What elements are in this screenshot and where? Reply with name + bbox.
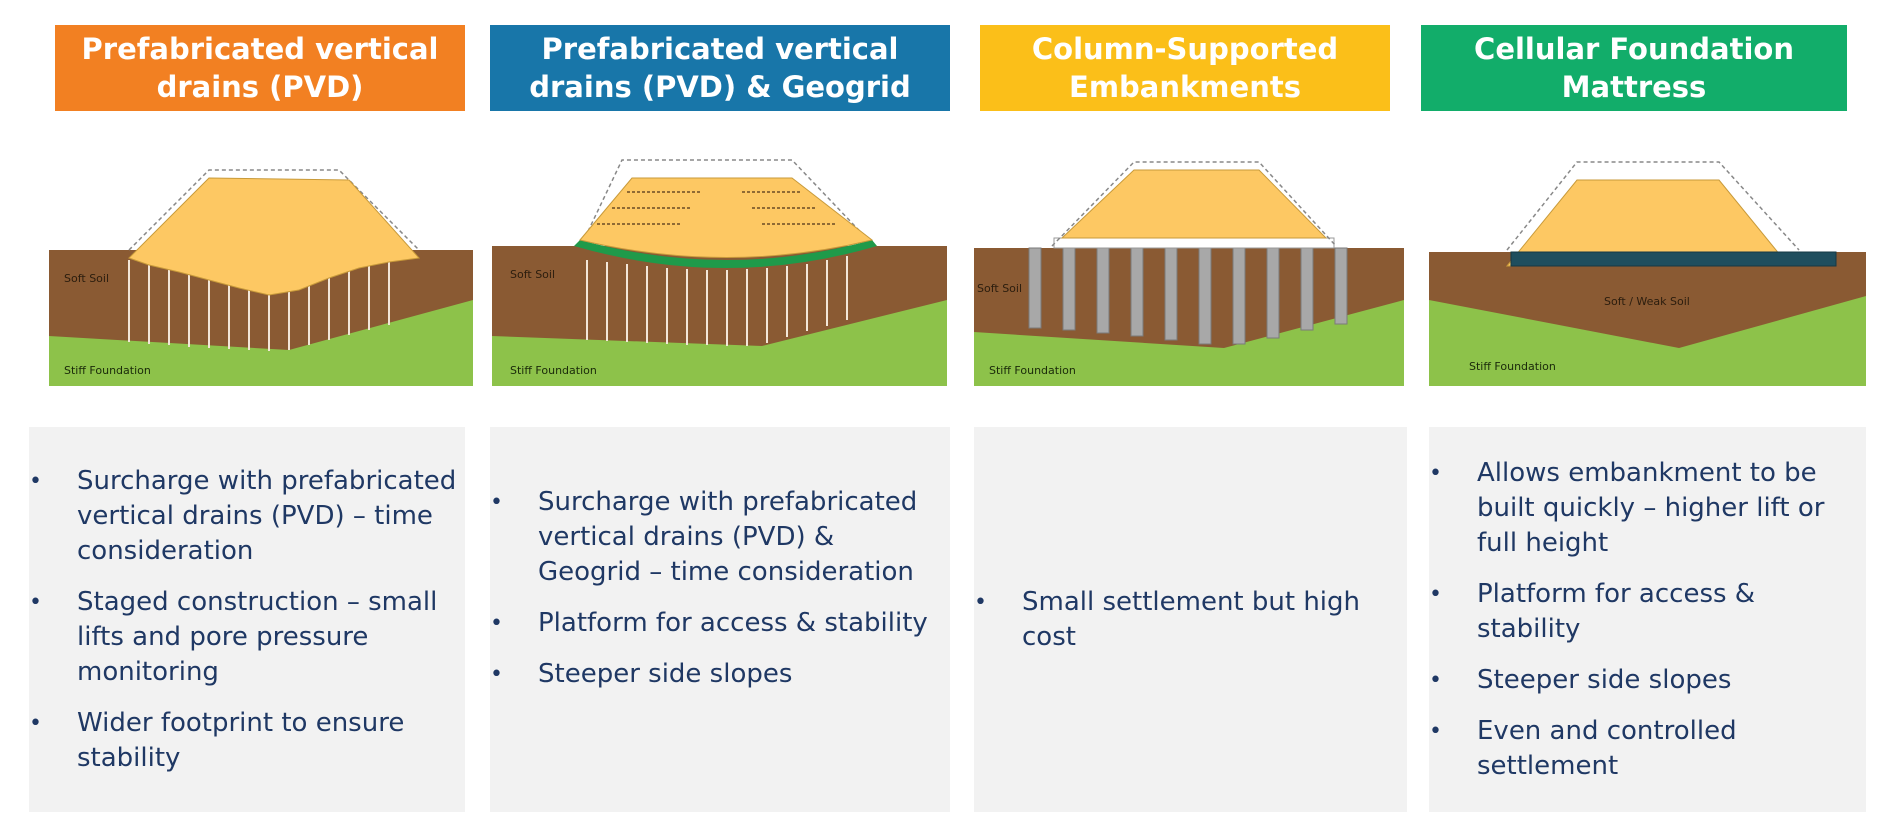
stiff-foundation-layer [49, 300, 473, 386]
geogrid-layer [574, 240, 877, 268]
soil-label: Soft Soil [64, 272, 109, 285]
bullet-panel-column-supported: Small settlement but high cost [974, 427, 1407, 812]
foundation-label: Stiff Foundation [1469, 360, 1556, 373]
bullet-item: Platform for access & stability [1429, 577, 1866, 647]
bullet-item: Small settlement but high cost [974, 585, 1407, 655]
soil-label: Soft / Weak Soil [1604, 295, 1690, 308]
bullet-list: Surcharge with prefabricated vertical dr… [490, 427, 950, 812]
soil-label: Soft Soil [977, 282, 1022, 295]
original-profile [1506, 161, 1800, 251]
header-title-line1: Prefabricated vertical [81, 32, 439, 66]
stiff-foundation-layer [492, 300, 947, 386]
diagram-cellular-mattress: Soft / Weak Soil Stiff Foundation [1429, 150, 1866, 386]
header-pvd-geogrid: Prefabricated vertical drains (PVD) & Geo… [490, 25, 950, 111]
bullet-item: Allows embankment to be built quickly – … [1429, 456, 1866, 561]
header-title-line1: Column-Supported [1031, 32, 1339, 66]
column-pvd-geogrid: Prefabricated vertical drains (PVD) & Geo… [490, 0, 950, 836]
header-title-line1: Cellular Foundation [1474, 32, 1794, 66]
vertical-drains [586, 256, 848, 346]
cellular-mattress [1510, 251, 1837, 267]
soil-label: Soft Soil [510, 268, 555, 281]
diagram-pvd: Soft Soil Stiff Foundation [49, 150, 473, 386]
bullet-list: Surcharge with prefabricated vertical dr… [29, 427, 465, 812]
diagram-pvd-geogrid: Soft Soil Stiff Foundation [492, 150, 947, 386]
header-title-line2: drains (PVD) [156, 70, 364, 104]
bullet-item: Steeper side slopes [490, 657, 950, 692]
embankment-fill [579, 177, 874, 258]
support-columns [1028, 247, 1348, 345]
bullet-panel-pvd: Surcharge with prefabricated vertical dr… [29, 427, 465, 812]
header-title-line1: Prefabricated vertical [541, 32, 899, 66]
header-title-line2: Embankments [1069, 70, 1301, 104]
stiff-foundation-layer [1429, 296, 1866, 386]
stiff-foundation-layer [974, 300, 1404, 386]
original-profile [128, 169, 420, 251]
geogrid-reinforcement-lines [597, 191, 837, 225]
original-profile [581, 159, 873, 245]
header-pvd: Prefabricated vertical drains (PVD) [55, 25, 465, 111]
original-profile [1051, 161, 1337, 247]
bullet-list: Small settlement but high cost [974, 427, 1407, 812]
foundation-label: Stiff Foundation [989, 364, 1076, 377]
embankment-fill [128, 177, 421, 296]
header-title-line2: drains (PVD) & Geogrid [529, 70, 911, 104]
diagram-column-supported: Soft Soil Stiff Foundation [974, 150, 1404, 386]
bullet-item: Staged construction – small lifts and po… [29, 585, 465, 690]
embankment-fill [1060, 169, 1328, 239]
bullet-item: Wider footprint to ensure stability [29, 706, 465, 776]
header-title-line2: Mattress [1561, 70, 1707, 104]
bullet-item: Surcharge with prefabricated vertical dr… [29, 464, 465, 569]
bullet-list: Allows embankment to be built quickly – … [1429, 427, 1866, 812]
foundation-label: Stiff Foundation [510, 364, 597, 377]
bullet-panel-pvd-geogrid: Surcharge with prefabricated vertical dr… [490, 427, 950, 812]
bullet-item: Steeper side slopes [1429, 663, 1866, 698]
bullet-panel-cellular-mattress: Allows embankment to be built quickly – … [1429, 427, 1866, 812]
foundation-label: Stiff Foundation [64, 364, 151, 377]
bullet-item: Even and controlled settlement [1429, 714, 1866, 784]
column-pvd: Prefabricated vertical drains (PVD) Soft … [29, 0, 473, 836]
load-transfer-platform [1053, 237, 1335, 249]
bullet-item: Surcharge with prefabricated vertical dr… [490, 485, 950, 590]
bullet-item: Platform for access & stability [490, 606, 950, 641]
